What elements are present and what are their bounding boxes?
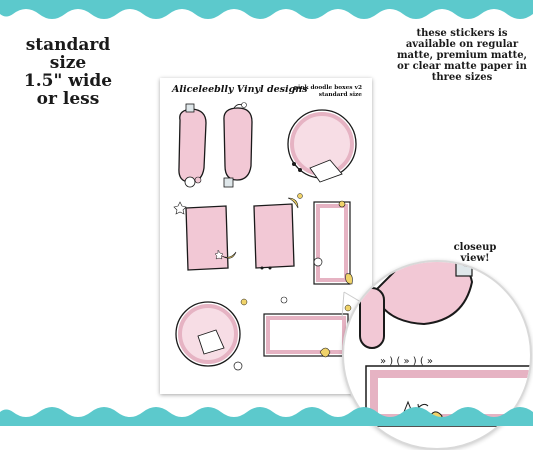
closeup-label: closeup view!	[453, 242, 497, 264]
sheet-title: pink doodle boxes v2 standard size	[294, 85, 362, 99]
sticker-oval-right	[223, 102, 253, 188]
sticker-oval-left	[178, 103, 207, 188]
brand-logo: Aliceleeblly Vinyl designs	[172, 84, 308, 95]
sheet-title-line-1: pink doodle boxes v2	[293, 85, 362, 91]
bottom-wave-border	[0, 407, 533, 426]
sheet-title-line-2: standard size	[318, 92, 362, 98]
sticker-rect-left	[173, 201, 237, 271]
sticker-rect-middle	[253, 193, 303, 270]
sticker-round-bottom	[175, 298, 248, 371]
size-line-3: 1.5" wide	[23, 71, 113, 91]
availability-note: these stickers is available on regular m…	[396, 28, 528, 83]
sticker-artwork	[173, 102, 357, 371]
size-line-1: standard	[25, 35, 111, 55]
size-label: standard size 1.5" wide or less	[14, 36, 122, 108]
sticker-frame-wide	[263, 296, 352, 358]
top-wave-border	[0, 0, 533, 19]
size-line-4: or less	[36, 89, 100, 109]
sticker-frame-tall	[313, 200, 353, 285]
sticker-round-envelope	[287, 109, 357, 183]
sticker-sheet: Aliceleeblly Vinyl designs pink doodle b…	[160, 78, 372, 394]
size-line-2: size	[49, 53, 87, 73]
closeup-ticks: » ) ( » ) ( »	[380, 356, 433, 367]
